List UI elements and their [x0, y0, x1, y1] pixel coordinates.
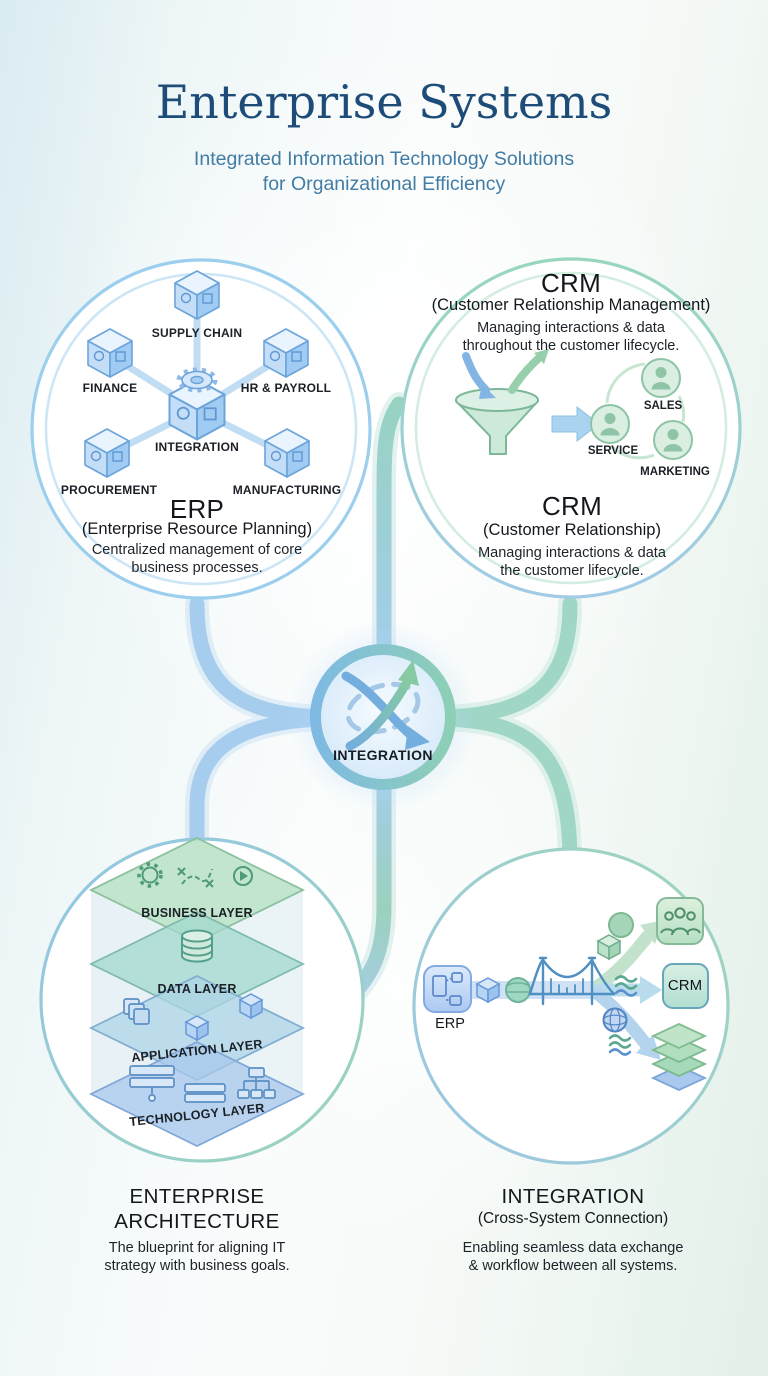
crm-secondary-heading: CRM [541, 491, 603, 521]
crm-label-service: SERVICE [587, 445, 639, 457]
data-sphere-icon [505, 977, 531, 1003]
database-icon [181, 929, 213, 963]
gear-icon [176, 367, 218, 393]
crm-heading: CRM [540, 268, 602, 298]
erp-heading: ERP [169, 494, 225, 524]
hub-label: INTEGRATION [333, 747, 433, 763]
bridge-icon [528, 956, 616, 1006]
erp-description-line2: business processes. [131, 560, 263, 576]
erp-description-line1: Centralized management of core [91, 542, 303, 558]
data-waves-icon-2 [608, 1034, 632, 1056]
page-title: Enterprise Systems [155, 75, 613, 129]
architecture-heading-line2: ARCHITECTURE [114, 1210, 280, 1233]
layers-stack-icon [650, 1023, 708, 1091]
erp-node-hr-payroll: HR & PAYROLL [240, 381, 332, 395]
application-layer-icons [123, 993, 263, 1041]
page-subtitle-line1: Integrated Information Technology Soluti… [193, 148, 575, 170]
branch-cube-icon [597, 934, 621, 960]
crm-diagram [455, 349, 693, 460]
marketing-person-icon [653, 420, 693, 460]
crm-description-line2: throughout the customer lifecycle. [462, 338, 680, 354]
service-person-icon [590, 404, 630, 444]
layer-label-data: DATA LAYER [157, 982, 237, 996]
page-subtitle-line2: for Organizational Efficiency [262, 173, 506, 195]
crm-secondary-subheading: (Customer Relationship) [483, 521, 661, 539]
outflow-arrow-icon [508, 353, 544, 394]
layer-label-business: BUSINESS LAYER [141, 906, 253, 920]
flow-arrow-icon [551, 405, 600, 443]
technology-layer-icons [129, 1065, 276, 1103]
business-layer-icons [137, 862, 253, 888]
erp-node-procurement: PROCUREMENT [60, 483, 158, 497]
crossing-arrows-icon [341, 660, 430, 751]
architecture-diagram [88, 836, 306, 1148]
crm-label-marketing: MARKETING [640, 466, 710, 478]
data-cube-icon [476, 977, 500, 1003]
pipeline-arcs [605, 362, 686, 460]
crm-description-line1: Managing interactions & data [477, 320, 665, 336]
erp-diagram [84, 270, 310, 478]
erp-node-finance: FINANCE [82, 381, 138, 395]
sales-person-icon [641, 358, 681, 398]
erp-subheading: (Enterprise Resource Planning) [81, 520, 313, 538]
erp-node-supply-chain: SUPPLY CHAIN [151, 326, 243, 340]
architecture-description-line2: strategy with business goals. [104, 1258, 290, 1274]
integration-flow-diagram [423, 897, 709, 1091]
architecture-heading-line1: ENTERPRISE [129, 1185, 265, 1208]
team-icon [656, 897, 704, 945]
integration-heading: INTEGRATION [501, 1185, 645, 1208]
data-waves-icon [614, 975, 638, 997]
integration-description-line2: & workflow between all systems. [468, 1258, 678, 1274]
crm-secondary-description-line1: Managing interactions & data [478, 545, 666, 561]
crm-secondary-description-line2: the customer lifecycle. [500, 563, 644, 579]
integration-description-line1: Enabling seamless data exchange [462, 1240, 684, 1256]
globe-icon [602, 1007, 628, 1033]
funnel-icon [455, 349, 549, 455]
crm-subheading: (Customer Relationship Management) [431, 296, 711, 314]
architecture-description-line1: The blueprint for aligning IT [108, 1240, 286, 1256]
integration-hub [287, 621, 479, 813]
branch-circle-icon [608, 912, 634, 938]
crm-label-sales: SALES [643, 400, 683, 412]
erp-app-icon [423, 965, 472, 1013]
crm-app-box [662, 963, 709, 1009]
integration-subheading: (Cross-System Connection) [477, 1210, 669, 1227]
integration-crm-label: CRM [667, 977, 703, 994]
erp-node-integration: INTEGRATION [155, 440, 239, 454]
integration-erp-label: ERP [435, 1016, 465, 1032]
erp-node-manufacturing: MANUFACTURING [232, 483, 342, 497]
